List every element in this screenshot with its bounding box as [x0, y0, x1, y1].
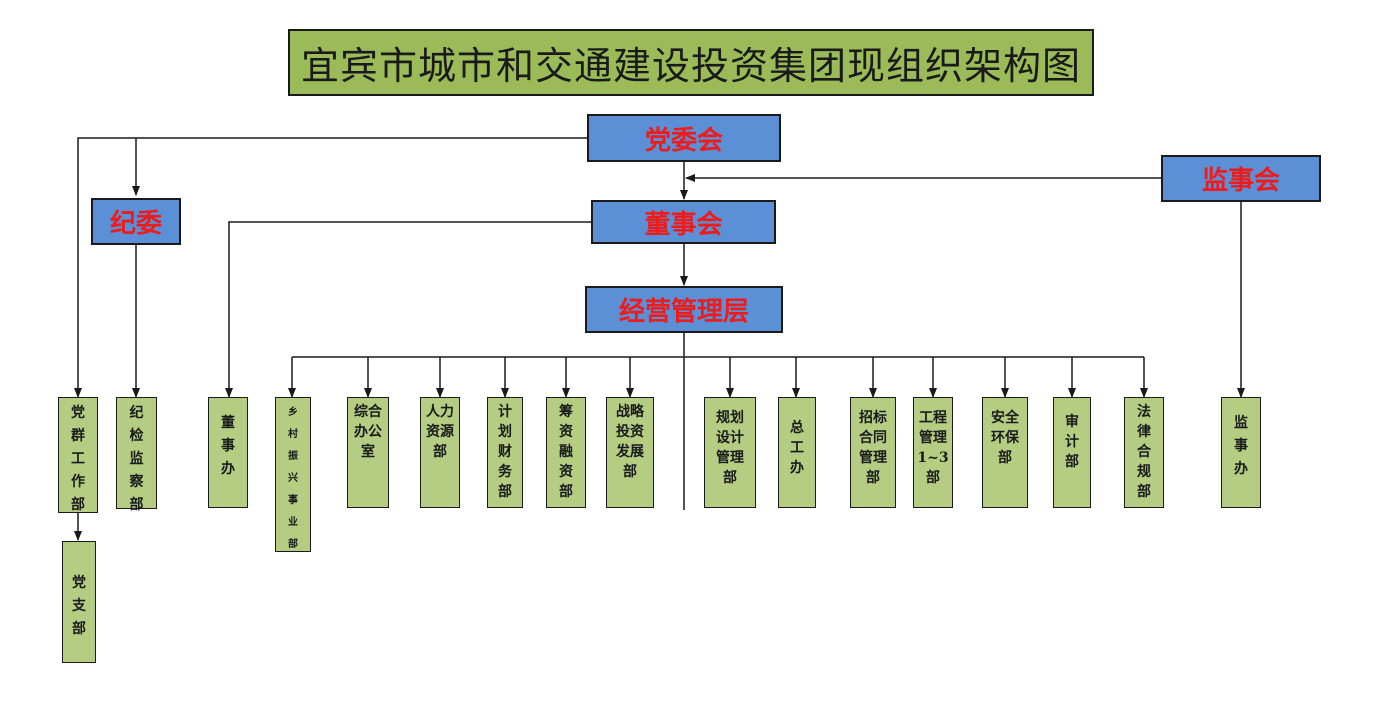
dept-party-branch: 党 支 部: [62, 541, 96, 663]
dept-general-office: 综合 办公 室: [347, 397, 389, 508]
dept-party-mass-work: 党 群 工 作 部: [58, 397, 98, 513]
dept-board-office: 董 事 办: [208, 397, 248, 508]
dept-strategic-investment: 战略 投资 发展 部: [606, 397, 654, 508]
dept-safety-env: 安全 环保 部: [982, 397, 1028, 508]
supervisory-board-box: 监事会: [1161, 155, 1321, 202]
discipline-committee-box: 纪委: [91, 198, 181, 245]
board-box: 董事会: [591, 200, 776, 244]
dept-legal-compliance: 法 律 合 规 部: [1124, 397, 1164, 508]
dept-rural-revitalization: 乡 村 振 兴 事 业 部: [275, 397, 311, 552]
dept-bidding-contract: 招标 合同 管理 部: [850, 397, 896, 508]
dept-planning-finance: 计 划 财 务 部: [487, 397, 523, 508]
line-board-to-office: [225, 221, 591, 398]
management-box: 经营管理层: [585, 286, 783, 333]
dept-discipline-inspection: 纪 检 监 察 部: [116, 397, 157, 513]
page-title: 宜宾市城市和交通建设投资集团现组织架构图: [288, 29, 1094, 96]
dept-fundraising: 筹 资 融 资 部: [546, 397, 586, 508]
dept-planning-design: 规划 设计 管理 部: [704, 397, 756, 508]
dept-chief-engineer: 总 工 办: [778, 397, 816, 508]
line-party-to-partymass: [74, 137, 587, 398]
dept-human-resources: 人力 资源 部: [420, 397, 460, 508]
dept-engineering-mgmt: 工程 管理 1~3 部: [913, 397, 953, 508]
dept-supervisory-office: 监 事 办: [1221, 397, 1261, 508]
party-committee-box: 党委会: [587, 114, 781, 162]
dept-audit: 审 计 部: [1053, 397, 1091, 508]
